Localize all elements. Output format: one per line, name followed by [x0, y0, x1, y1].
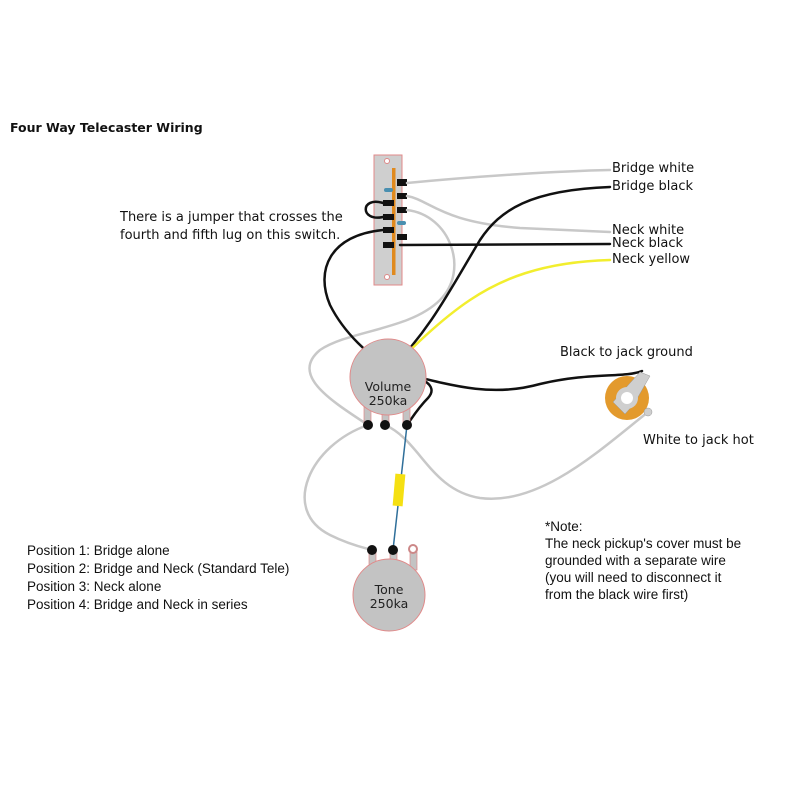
note-line: The neck pickup's cover must be: [545, 536, 742, 551]
tone-pot: [352, 544, 426, 632]
wire-jumper: [364, 200, 385, 219]
capacitor: [392, 473, 406, 507]
tone-pot-name: Tone: [374, 582, 404, 597]
tone-pot-label: Tone 250ka: [349, 583, 429, 611]
wire-neck-yellow: [388, 258, 612, 372]
note-line: grounded with a separate wire: [545, 553, 726, 568]
label-jack-ground: Black to jack ground: [560, 345, 693, 360]
wire-neck-white: [405, 194, 612, 234]
diagram-title: Four Way Telecaster Wiring: [10, 120, 203, 135]
wire-vol-to-tone: [303, 423, 374, 552]
wire-jack-hot: [383, 410, 650, 501]
label-bridge-black: Bridge black: [612, 179, 694, 194]
label-neck-black: Neck black: [612, 236, 684, 251]
label-neck-white: Neck white: [612, 223, 685, 238]
jumper-note-line: There is a jumper that crosses the: [120, 210, 343, 225]
label-bridge-white: Bridge white: [612, 161, 695, 176]
wire-switch-loop-white: [308, 208, 456, 427]
label-jack-hot: White to jack hot: [643, 433, 754, 448]
label-neck-yellow: Neck yellow: [612, 252, 691, 267]
wire-jack-ground: [388, 368, 644, 392]
tone-pot-value: 250ka: [369, 596, 409, 611]
volume-pot-label: Volume 250ka: [348, 380, 428, 408]
volume-pot-value: 250ka: [368, 393, 408, 408]
output-jack: [605, 371, 653, 420]
volume-pot: [349, 338, 427, 430]
position-item: Position 3: Neck alone: [27, 579, 162, 594]
position-item: Position 1: Bridge alone: [27, 543, 170, 558]
switch: [373, 154, 407, 286]
wire-bridge-white: [405, 168, 612, 185]
wire-bridge-black: [388, 185, 612, 372]
note-line: (you will need to disconnect it: [545, 570, 722, 585]
volume-pot-name: Volume: [364, 379, 412, 394]
note-line: *Note:: [545, 519, 583, 534]
position-item: Position 4: Bridge and Neck in series: [27, 597, 248, 612]
jumper-note-line: fourth and fifth lug on this switch.: [120, 228, 341, 243]
wire-neck-black: [398, 242, 612, 247]
position-item: Position 2: Bridge and Neck (Standard Te…: [27, 561, 290, 576]
note-line: from the black wire first): [545, 587, 689, 602]
